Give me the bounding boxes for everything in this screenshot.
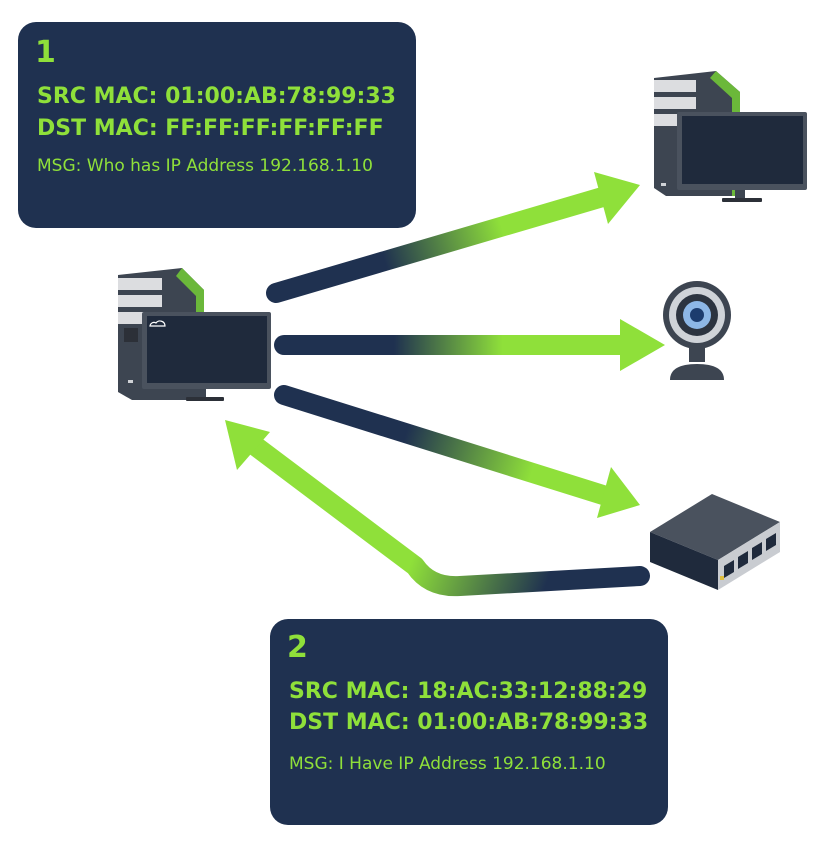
destination-mac: DST MAC: 01:00:AB:78:99:33 xyxy=(289,710,649,735)
destination-mac: DST MAC: FF:FF:FF:FF:FF:FF xyxy=(37,116,384,141)
step-number: 2 xyxy=(287,630,308,665)
desktop-computer-icon xyxy=(654,71,807,202)
message-text: MSG: I Have IP Address 192.168.1.10 xyxy=(289,754,606,774)
arp-request-box: 1 SRC MAC: 01:00:AB:78:99:33 DST MAC: FF… xyxy=(18,22,416,228)
arrow-reply-to-sender xyxy=(225,420,650,597)
sender-computer-icon xyxy=(118,268,271,401)
source-mac: SRC MAC: 01:00:AB:78:99:33 xyxy=(37,84,396,109)
arrow-to-webcam xyxy=(274,319,665,371)
source-mac: SRC MAC: 18:AC:33:12:88:29 xyxy=(289,679,648,704)
arp-reply-box: 2 SRC MAC: 18:AC:33:12:88:29 DST MAC: 01… xyxy=(270,619,668,825)
step-number: 1 xyxy=(35,35,56,70)
webcam-icon xyxy=(663,281,731,380)
network-switch-icon xyxy=(650,494,780,590)
arrow-to-computer xyxy=(266,172,640,303)
message-text: MSG: Who has IP Address 192.168.1.10 xyxy=(37,156,373,176)
arrow-to-switch xyxy=(274,385,640,518)
